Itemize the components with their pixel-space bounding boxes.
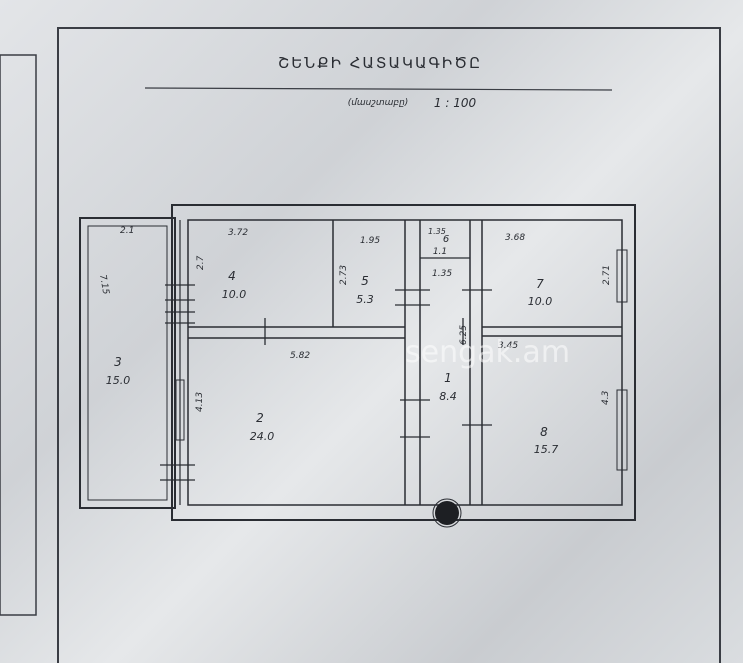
entrance-ring xyxy=(432,498,462,528)
dim-room2-depth: 4.13 xyxy=(195,392,205,412)
scale-value: 1 : 100 xyxy=(434,96,477,110)
dim-room6-width: 1.35 xyxy=(428,227,446,236)
dim-room3-width: 2.1 xyxy=(120,226,134,236)
dim-room5-depth: 2.73 xyxy=(339,265,349,285)
dim-corridor-length: 6.25 xyxy=(459,325,469,345)
watermark: sengak.am xyxy=(405,335,570,370)
page-title: ՇԵՆՔԻ ՀԱՏԱԿԱԳԻԾԸ xyxy=(278,54,482,72)
room-6-number: 6 xyxy=(443,234,449,245)
room-3-area: 15.0 xyxy=(106,374,131,387)
room-1-number: 1 xyxy=(444,371,452,385)
room-7-number: 7 xyxy=(536,277,544,291)
room-3-inner xyxy=(87,225,168,501)
room-8-number: 8 xyxy=(540,425,548,439)
dim-room5-width: 1.95 xyxy=(360,236,380,246)
room-2-area: 24.0 xyxy=(250,430,275,443)
dim-corridor-width: 1.35 xyxy=(432,269,452,279)
dim-room8-depth: 4.3 xyxy=(601,390,611,405)
room-4-area: 10.0 xyxy=(222,288,247,301)
room-4-number: 4 xyxy=(228,269,236,283)
left-sheet-edge xyxy=(0,54,37,616)
room-5-area: 5.3 xyxy=(356,293,374,306)
room-5-number: 5 xyxy=(361,274,369,288)
entrance-icon xyxy=(435,501,459,525)
outer-wall-inner xyxy=(187,219,623,506)
room-3-outline xyxy=(79,217,176,509)
dim-room7-width: 3.68 xyxy=(505,233,525,243)
dim-room7-depth: 2.71 xyxy=(602,265,612,285)
room-7-area: 10.0 xyxy=(528,295,553,308)
dim-room4-width: 3.72 xyxy=(228,228,248,238)
room-8-area: 15.7 xyxy=(534,443,559,456)
dim-room3-length: 7.15 xyxy=(97,274,110,296)
room-6-area: 1.1 xyxy=(433,247,447,257)
outer-wall xyxy=(171,204,636,521)
drawing-frame xyxy=(57,27,721,663)
room-2-number: 2 xyxy=(256,411,264,425)
dim-room8-width: 3.45 xyxy=(498,341,518,351)
room-1-area: 8.4 xyxy=(439,390,457,403)
door-marks xyxy=(160,284,492,481)
scale-label: (մասշտաբը) xyxy=(348,98,409,108)
window-marks xyxy=(175,249,628,471)
title-underline xyxy=(144,87,613,91)
dim-room2-width: 5.82 xyxy=(290,351,310,361)
room-3-number: 3 xyxy=(114,355,122,369)
dim-room4-depth: 2.7 xyxy=(196,255,206,270)
